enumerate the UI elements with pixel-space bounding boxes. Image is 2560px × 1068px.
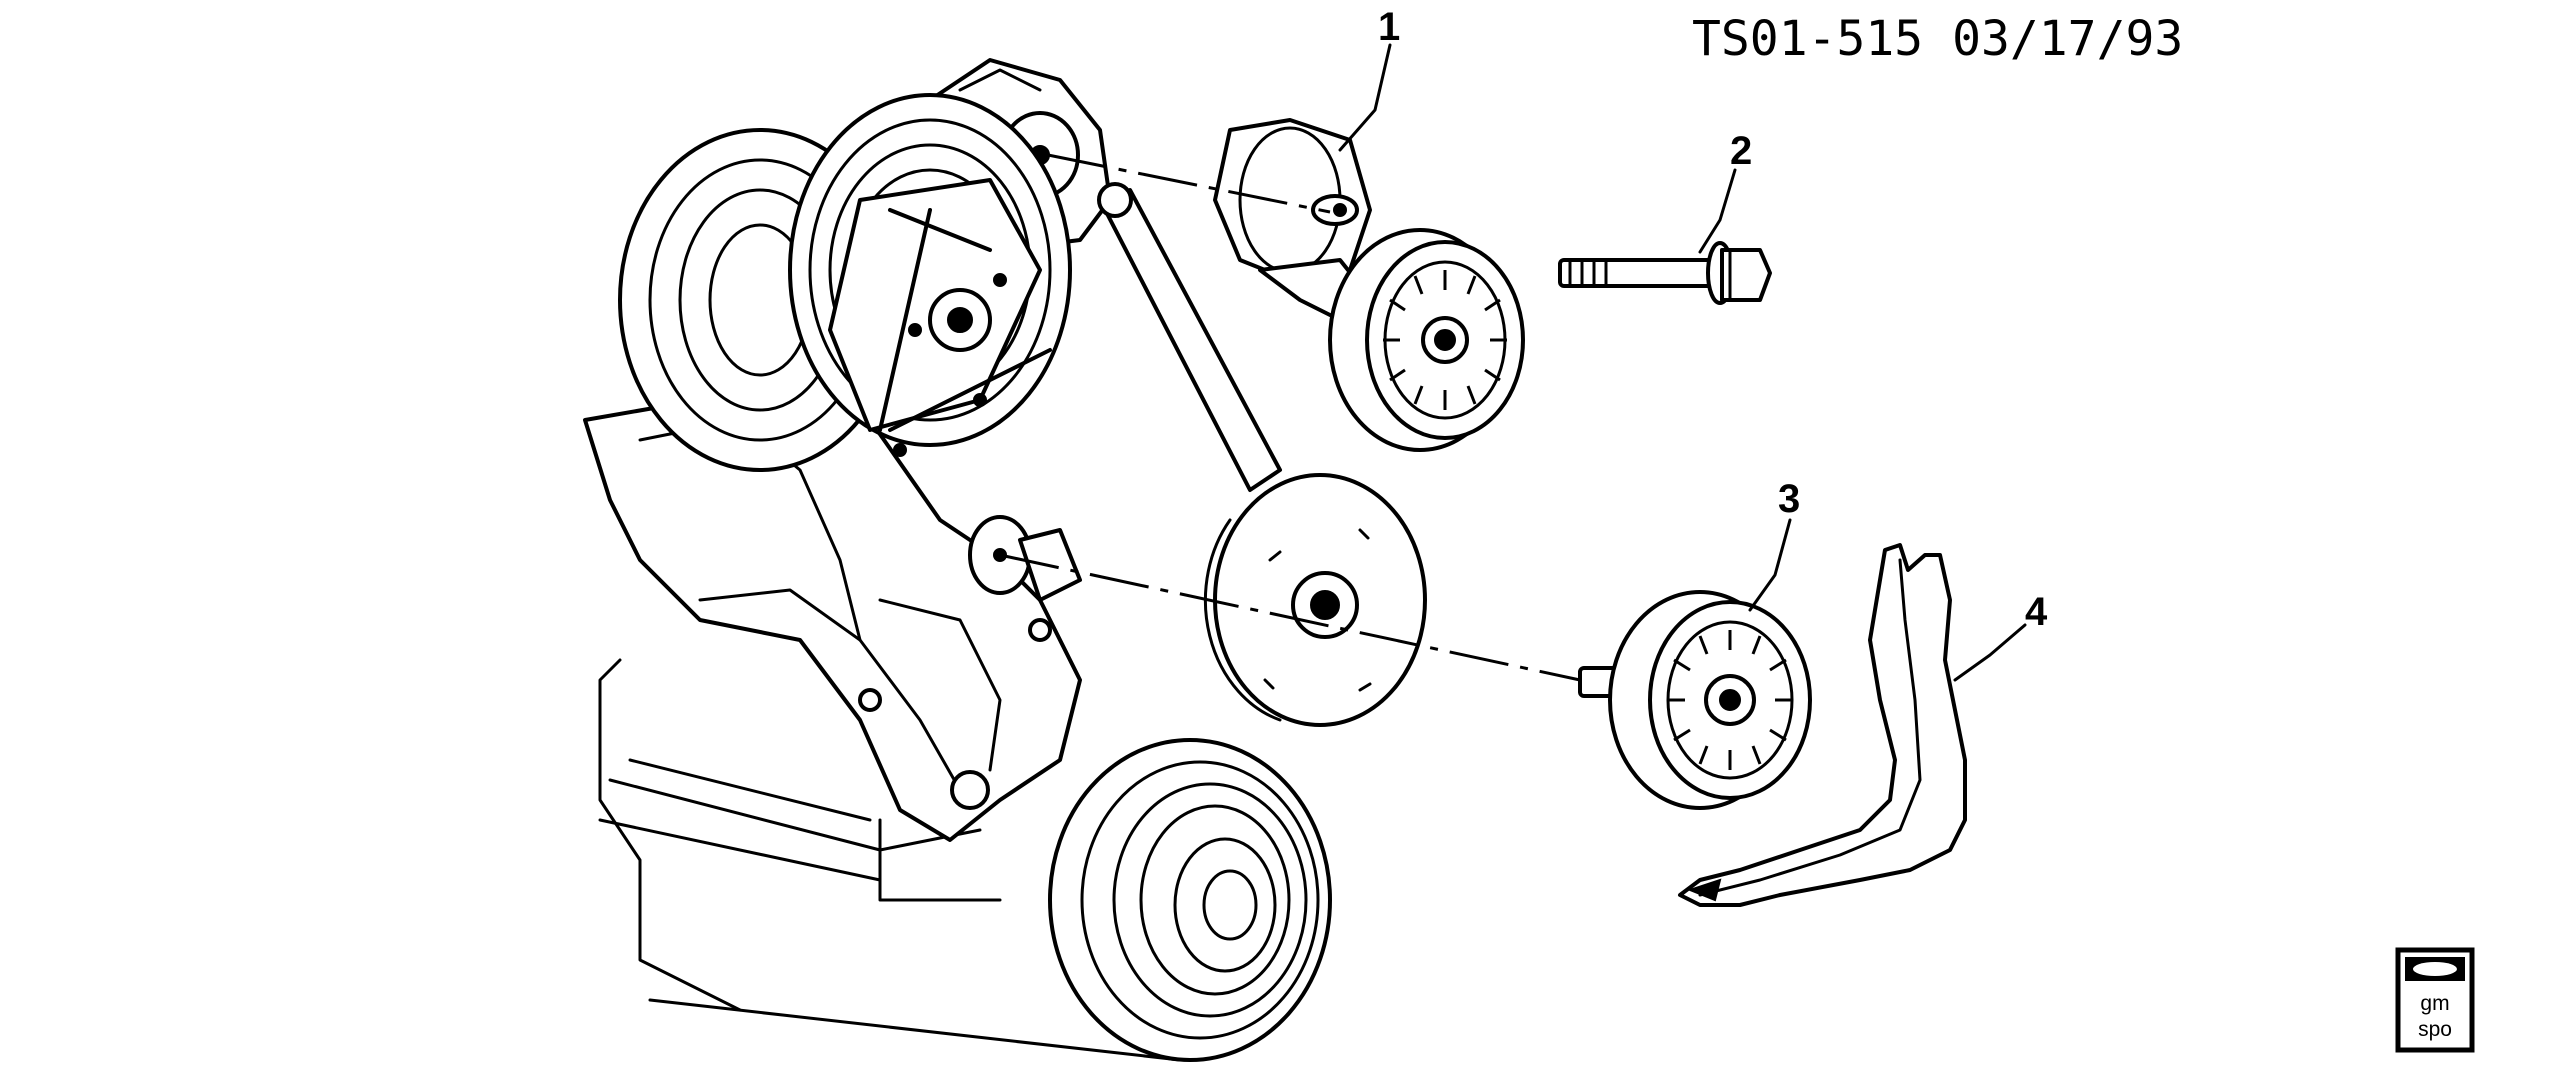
part-4-splash-shield	[1678, 543, 1967, 907]
engine-assembly	[583, 58, 1427, 1062]
logo-line-gm: gm	[2420, 992, 2449, 1015]
gm-spo-logo-icon: gm spo	[2395, 947, 2475, 1053]
part-2-bolt	[1558, 241, 1772, 305]
callout-2: 2	[1730, 129, 1752, 173]
callout-3: 3	[1778, 477, 1800, 521]
logo-line-spo: spo	[2418, 1018, 2452, 1041]
callout-4: 4	[2025, 590, 2048, 634]
assembly-centerlines	[999, 153, 1581, 682]
part-1-belt-tensioner	[1213, 118, 1525, 452]
reference-label: TS01-515 03/17/93	[1692, 11, 2183, 67]
idler-pulley-ribs	[1668, 630, 1792, 770]
part-3-idler-pulley	[1578, 590, 1812, 810]
leader-lines	[1338, 43, 2027, 682]
tensioner-pulley-ribs	[1383, 270, 1507, 410]
callout-1: 1	[1378, 5, 1400, 49]
